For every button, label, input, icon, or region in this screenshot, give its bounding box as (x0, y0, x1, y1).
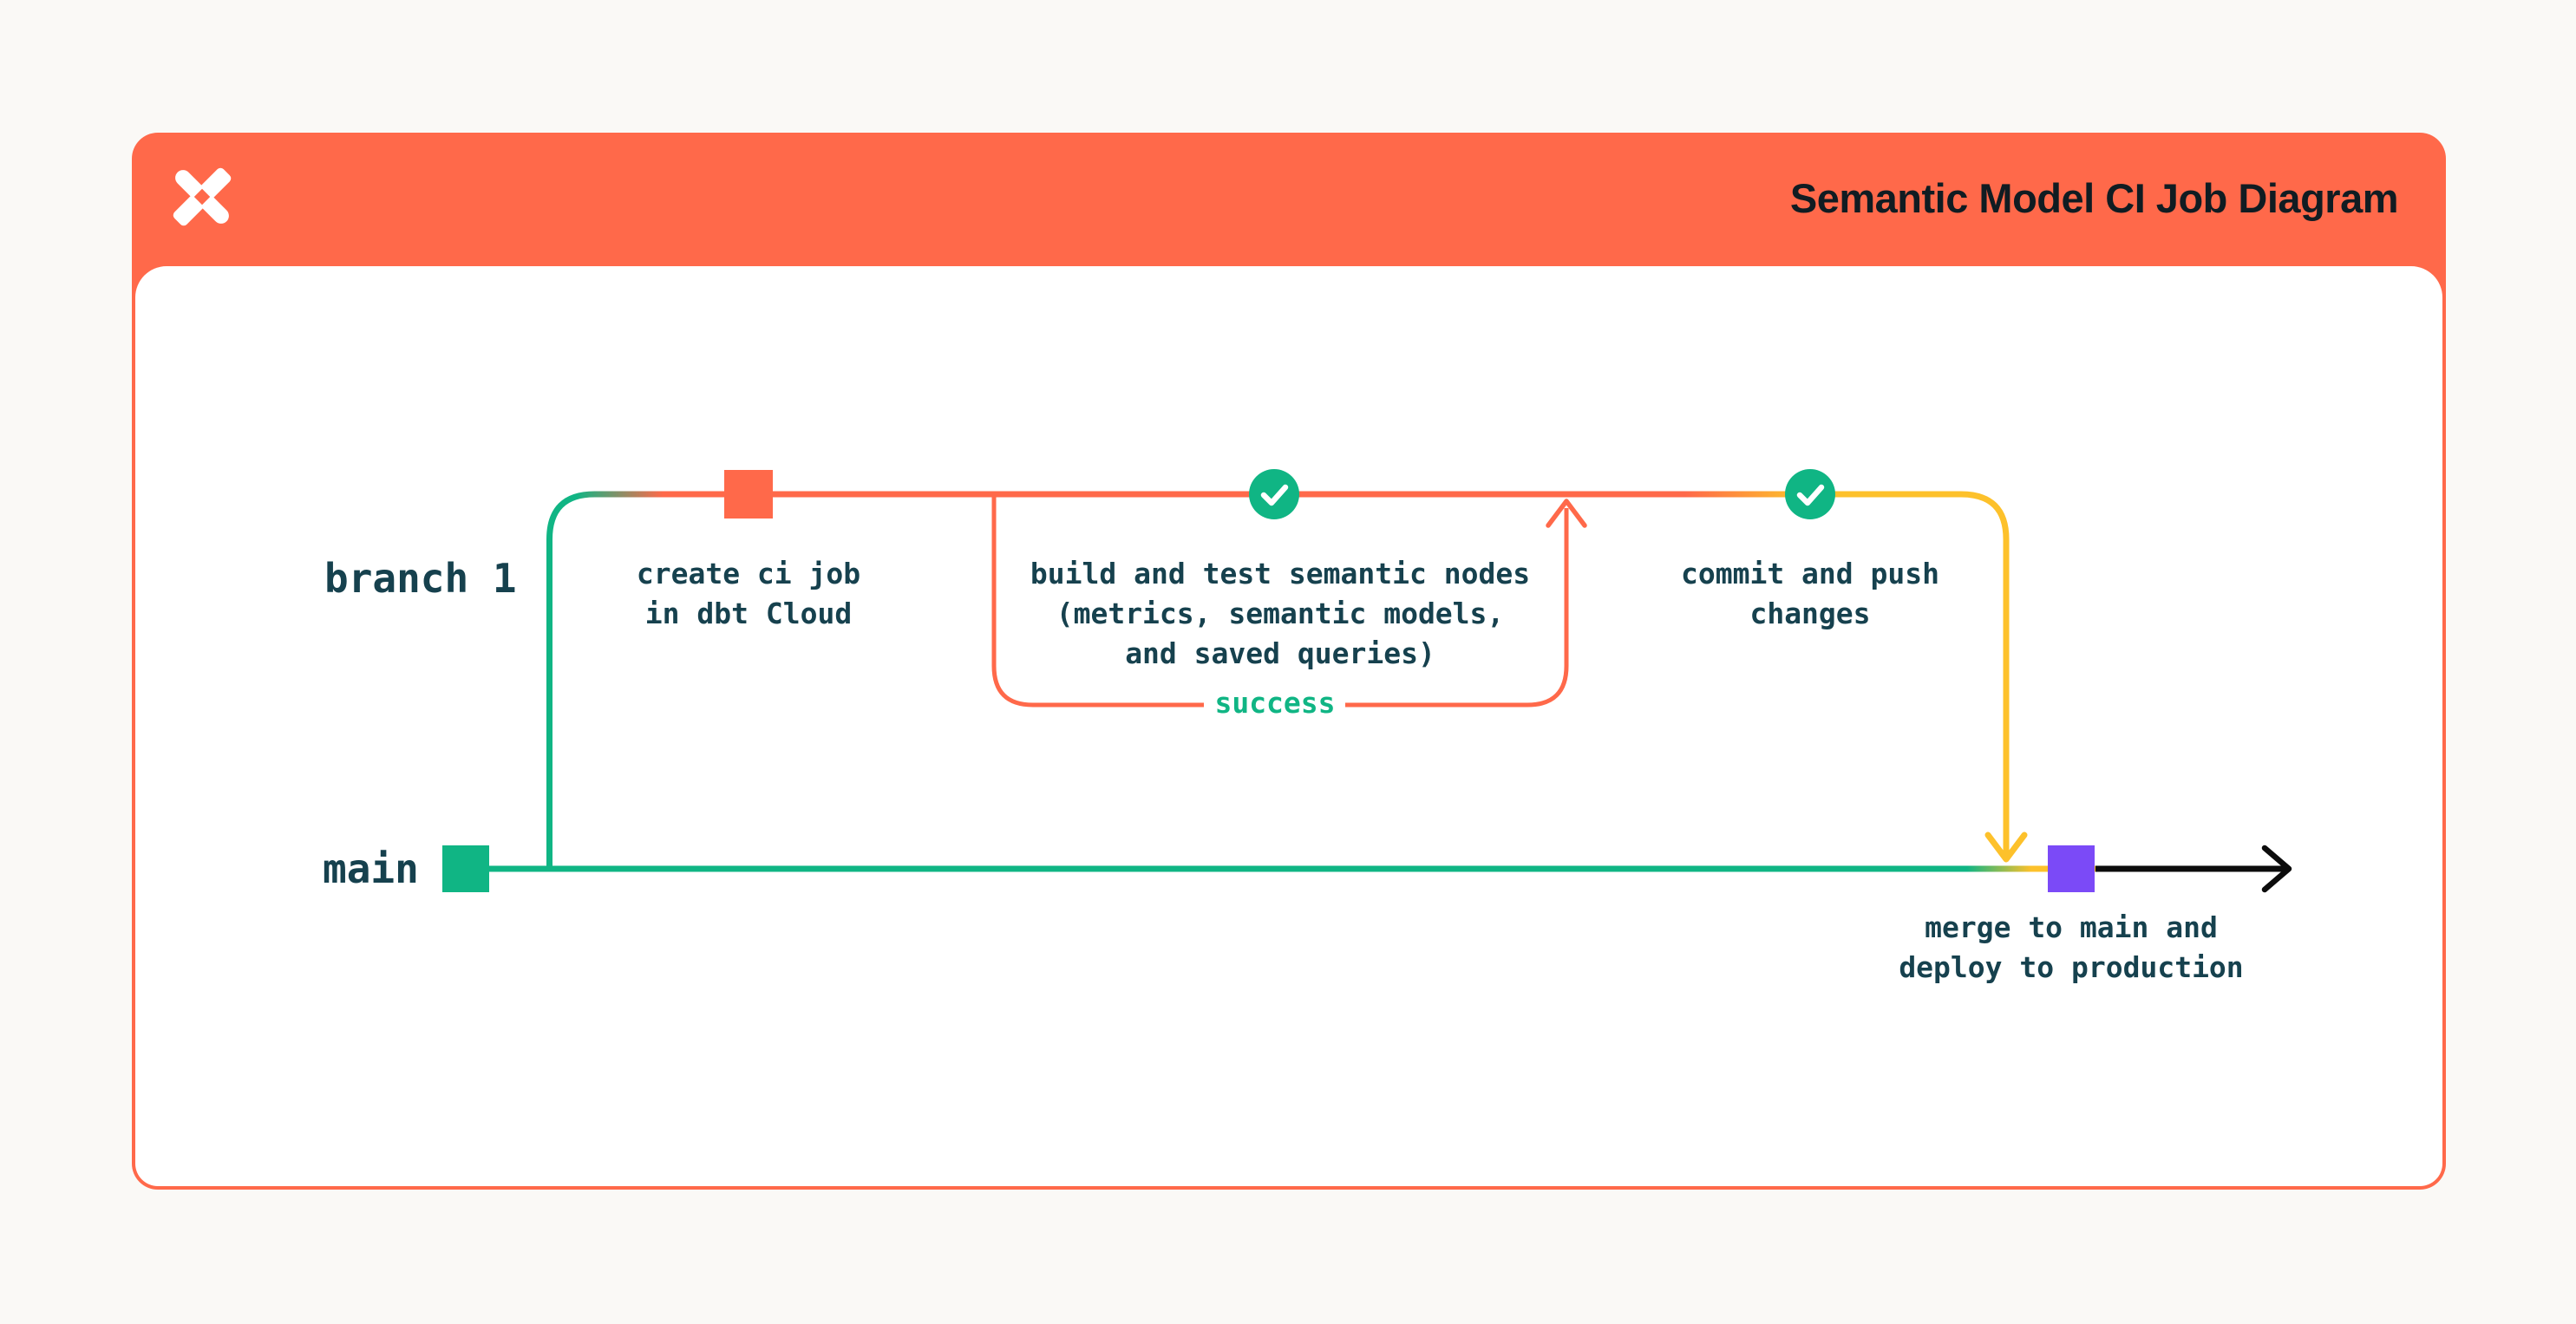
caption-build-and-test: build and test semantic nodes (metrics, … (1030, 557, 1531, 670)
caption-merge-to-main: merge to main and deploy to production (1899, 910, 2244, 984)
caption-commit-and-push: commit and push changes (1680, 557, 1939, 630)
dbt-logo-icon (173, 167, 232, 226)
lane-label-branch-1: branch 1 (324, 555, 517, 602)
page-title: Semantic Model CI Job Diagram (1789, 175, 2399, 221)
checkmark-icon (1796, 484, 1825, 506)
lane-label-main: main (323, 845, 419, 892)
main-commit-square (442, 845, 489, 892)
caption-create-ci-job: create ci job in dbt Cloud (636, 557, 861, 630)
create-ci-job-square (724, 470, 773, 519)
commit-push-check-node (1785, 469, 1835, 519)
checkmark-icon (1260, 484, 1289, 506)
card-body (135, 266, 2442, 1186)
success-loop-label: success (1214, 686, 1336, 720)
merge-commit-square (2048, 845, 2095, 892)
card-header: Semantic Model CI Job Diagram (132, 133, 2446, 266)
build-test-check-node (1249, 469, 1299, 519)
